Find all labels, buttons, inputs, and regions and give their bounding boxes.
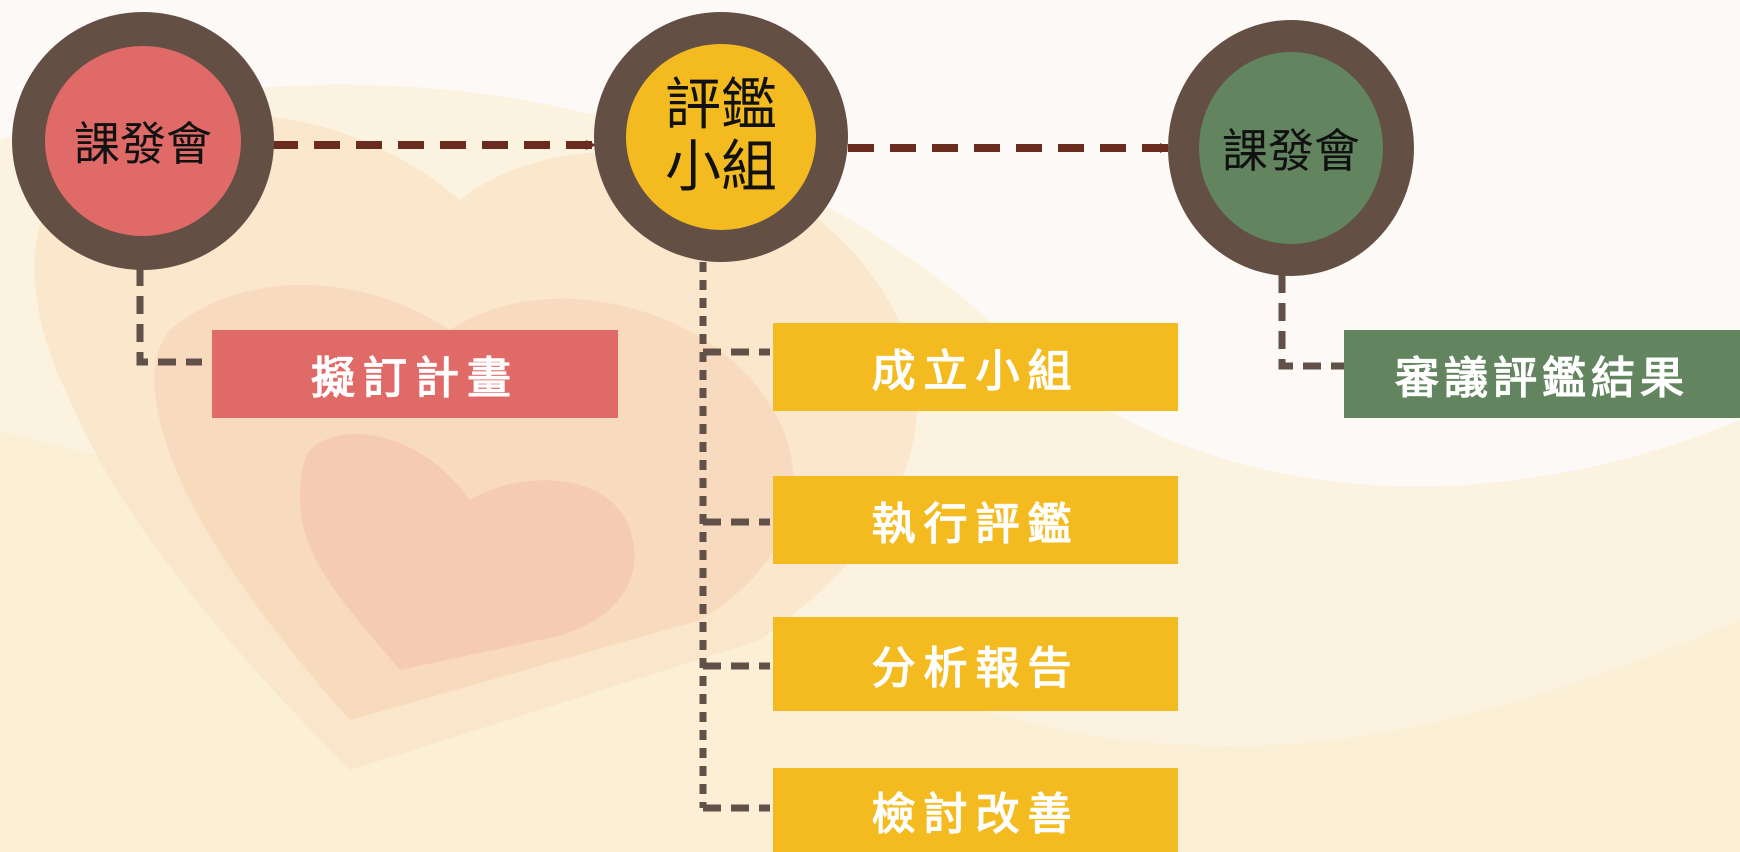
node-inner: 課發會 [45, 46, 241, 236]
connector-node3-to-deliberate [1278, 275, 1346, 370]
task-analysis-report: 分析報告 [773, 617, 1178, 711]
node-curriculum-committee-end: 課發會 [1168, 20, 1414, 276]
node-inner: 課發會 [1199, 52, 1383, 244]
node-inner: 評鑑 小組 [626, 44, 816, 230]
node-label: 課發會 [1222, 124, 1360, 178]
task-label: 成立小組 [871, 346, 1080, 397]
connector-node1-to-draft-plan [136, 268, 202, 366]
node-evaluation-group: 評鑑 小組 [594, 12, 848, 262]
task-label: 檢討改善 [871, 789, 1080, 840]
task-review-improve: 檢討改善 [773, 768, 1178, 852]
background-wave-2 [0, 430, 1740, 852]
task-label: 分析報告 [871, 643, 1080, 694]
task-form-group: 成立小組 [773, 323, 1178, 411]
task-label: 審議評鑑結果 [1395, 353, 1689, 404]
task-label: 擬訂計畫 [311, 353, 519, 404]
node-label: 課發會 [74, 117, 212, 171]
task-execute-evaluation: 執行評鑑 [773, 476, 1178, 564]
small-heart-shape [300, 434, 635, 670]
node-label-line2: 小組 [665, 135, 777, 200]
task-draft-plan: 擬訂計畫 [212, 330, 618, 418]
task-label: 執行評鑑 [871, 499, 1080, 550]
node-label-line1: 評鑑 [665, 73, 777, 139]
task-deliberate-results: 審議評鑑結果 [1344, 330, 1740, 418]
node-curriculum-committee-start: 課發會 [12, 12, 274, 270]
